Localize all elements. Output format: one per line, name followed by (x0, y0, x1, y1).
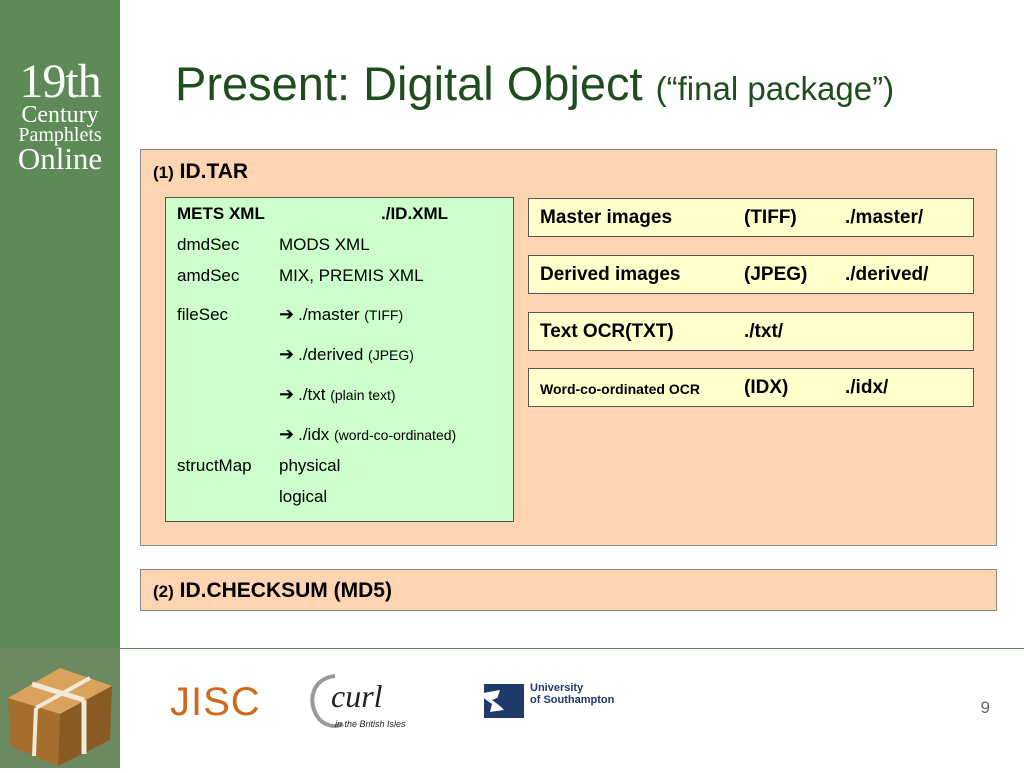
checksum-label: ID.CHECKSUM (MD5) (179, 579, 392, 602)
southampton-crest-icon (478, 684, 524, 718)
slide-title-sub: (“final package”) (655, 70, 895, 107)
filesec-path: ./derived (298, 345, 364, 364)
filesec-note: (TIFF) (364, 307, 404, 323)
logo-line-pamphlets: Pamphlets (18, 124, 102, 146)
mets-key: dmdSec (177, 235, 240, 254)
footer-divider (0, 648, 1024, 649)
sidebar: 19th Century Pamphlets Online (0, 0, 120, 648)
mets-header-value: ./ID.XML (381, 204, 449, 223)
southampton-wordmark: University of Southampton (530, 682, 614, 706)
filesec-note: (word-co-ordinated) (334, 427, 457, 443)
structmap-value: physical (279, 456, 341, 475)
package-path: ./derived/ (845, 264, 929, 285)
slide-title-main: Present: Digital Object (175, 57, 643, 110)
mets-value: MODS XML (279, 235, 370, 254)
mets-header-key: METS XML (177, 204, 265, 223)
package-path: ./idx/ (845, 377, 889, 398)
mets-row-filesec-derived: ➔./derived (JPEG) (177, 344, 414, 365)
tar-number: (1) (153, 163, 174, 182)
logo-line-online: Online (17, 141, 103, 176)
package-path: ./txt/ (744, 321, 784, 342)
pamphlet-bundle-image (0, 648, 120, 768)
arrow-right-icon: ➔ (279, 344, 295, 364)
filesec-path: ./master (298, 305, 360, 324)
checksum-box: (2) ID.CHECKSUM (MD5) (140, 569, 997, 611)
curl-swoosh-icon (310, 674, 344, 728)
filesec-note: (JPEG) (368, 347, 414, 363)
curl-subtitle: in the British Isles (335, 719, 406, 729)
package-derived-images: Derived images (JPEG) ./derived/ (528, 255, 974, 294)
package-name: Master images (540, 207, 673, 228)
page-number: 9 (980, 698, 990, 717)
mets-row-structmap: structMap physical (177, 456, 340, 476)
mets-row-amdsec: amdSec MIX, PREMIS XML (177, 266, 424, 286)
structmap-value: logical (279, 487, 328, 506)
logo-line-19th: 19th (19, 55, 101, 108)
slide-title: Present: Digital Object (“final package”… (175, 56, 894, 111)
package-format: (IDX) (744, 377, 789, 398)
southampton-line2: of Southampton (530, 694, 615, 707)
package-text-ocr: Text OCR(TXT) ./txt/ (528, 312, 974, 351)
jisc-logo: JISC (170, 680, 261, 724)
mets-key: amdSec (177, 266, 240, 285)
package-format: (JPEG) (744, 264, 808, 285)
package-name: Word-co-ordinated OCR (540, 381, 700, 397)
package-path: ./master/ (845, 207, 924, 228)
mets-row-dmdsec: dmdSec MODS XML (177, 235, 370, 255)
mets-key: fileSec (177, 305, 229, 324)
package-master-images: Master images (TIFF) ./master/ (528, 198, 974, 237)
site-logo: 19th Century Pamphlets Online (0, 55, 120, 176)
checksum-heading: (2) ID.CHECKSUM (MD5) (153, 579, 392, 603)
mets-row-filesec-txt: ➔./txt (plain text) (177, 384, 396, 405)
tar-package-box: (1) ID.TAR METS XML ./ID.XML dmdSec MODS X… (140, 149, 997, 546)
package-word-ocr: Word-co-ordinated OCR (IDX) ./idx/ (528, 368, 974, 407)
arrow-right-icon: ➔ (279, 304, 295, 324)
mets-row-structmap-logical: logical (177, 487, 327, 507)
filesec-note: (plain text) (330, 387, 396, 403)
tar-label: ID.TAR (179, 160, 249, 183)
package-name: Derived images (540, 264, 681, 285)
southampton-logo: University of Southampton (478, 680, 628, 720)
mets-row-filesec-idx: ➔./idx (word-co-ordinated) (177, 424, 456, 445)
arrow-right-icon: ➔ (279, 384, 295, 404)
filesec-path: ./idx (298, 425, 330, 444)
mets-xml-box: METS XML ./ID.XML dmdSec MODS XML amdSec MI… (165, 197, 514, 522)
curl-wordmark: curl (331, 678, 383, 714)
checksum-number: (2) (153, 582, 174, 601)
pamphlet-bundle-icon (0, 648, 120, 768)
southampton-line1: University (530, 682, 584, 694)
mets-header-row: METS XML ./ID.XML (177, 204, 448, 224)
logo-line-century: Century (21, 102, 99, 128)
package-name: Text OCR(TXT) (540, 321, 674, 342)
mets-row-filesec: fileSec ➔./master (TIFF) (177, 304, 403, 325)
filesec-path: ./txt (298, 385, 326, 404)
mets-key: structMap (177, 456, 252, 475)
arrow-right-icon: ➔ (279, 424, 295, 444)
curl-logo: curl in the British Isles (305, 670, 425, 732)
mets-value: MIX, PREMIS XML (279, 266, 424, 285)
tar-heading: (1) ID.TAR (153, 160, 248, 184)
package-format: (TIFF) (744, 207, 797, 228)
